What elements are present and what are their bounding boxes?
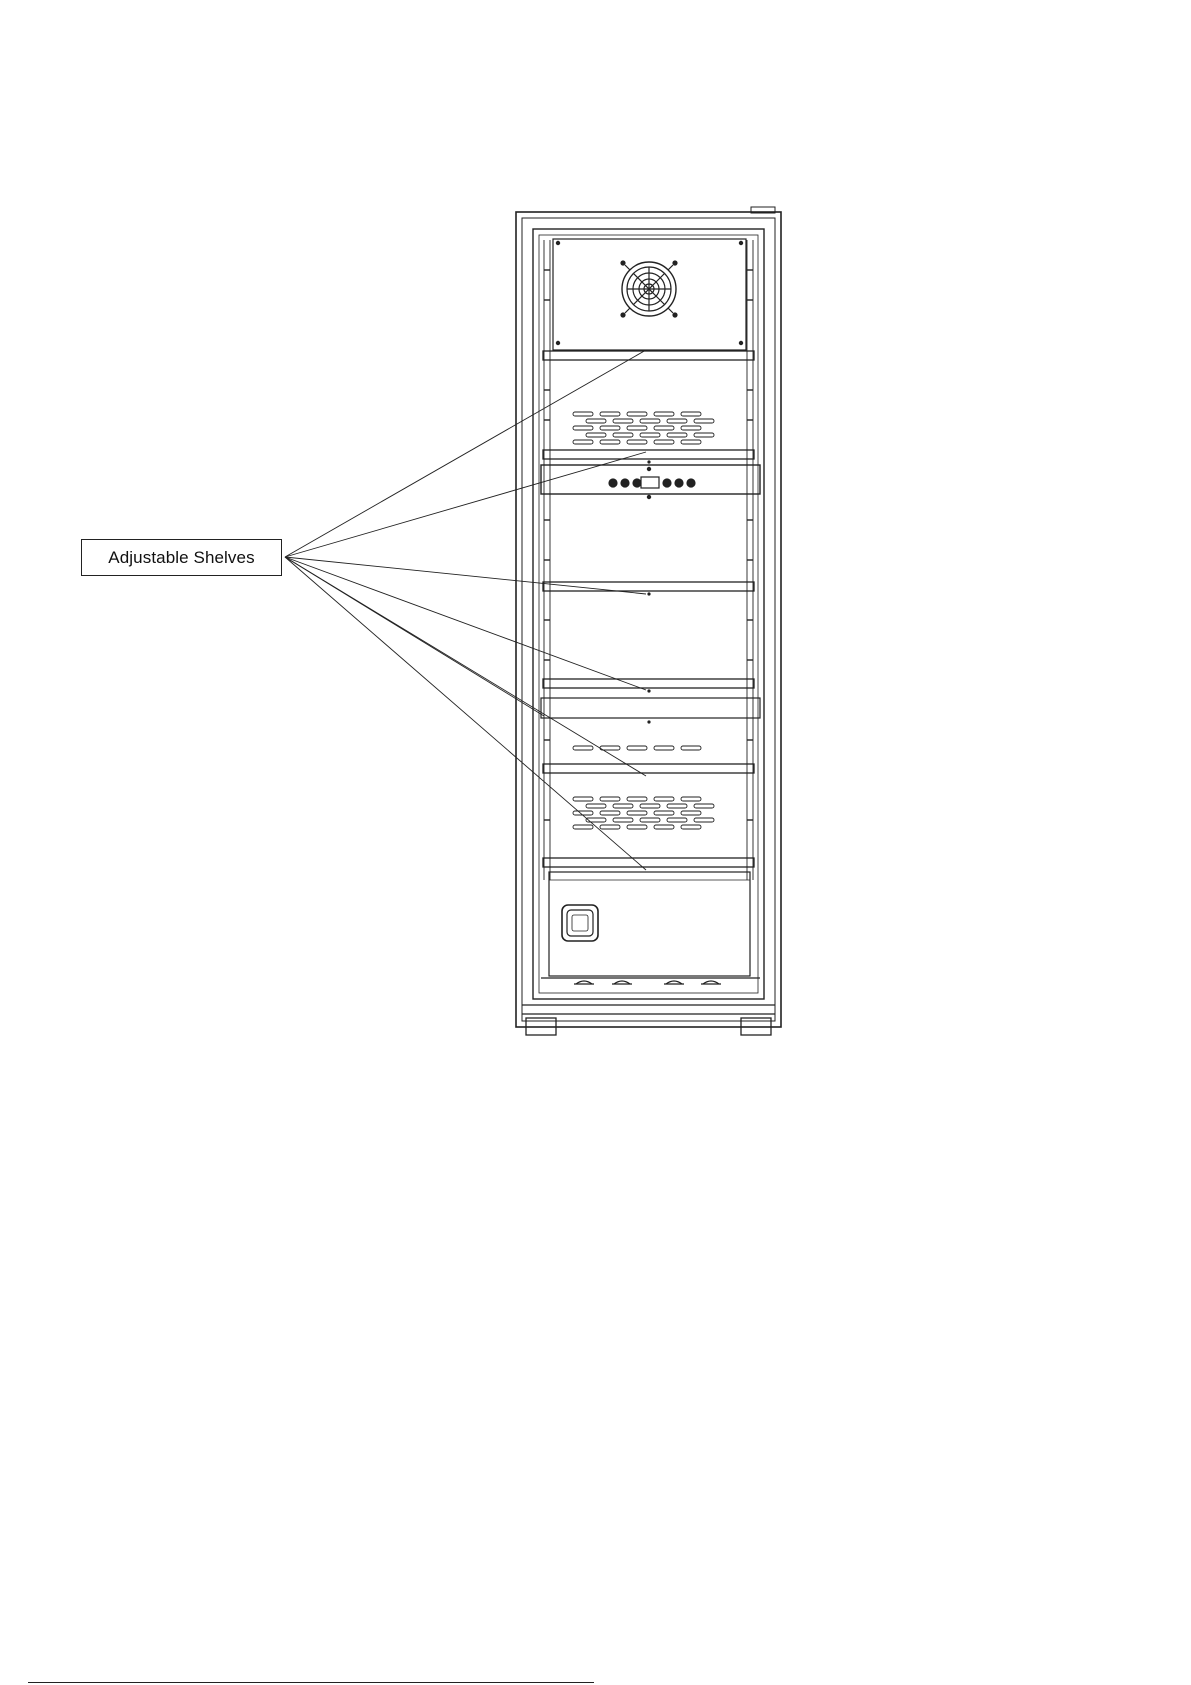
shelf-6	[543, 858, 754, 867]
control-button-2	[621, 479, 629, 487]
shelf-2	[543, 450, 754, 459]
fan-icon	[621, 261, 677, 317]
shelves	[543, 351, 754, 867]
shelf-4	[543, 679, 754, 688]
control-button-3	[633, 479, 641, 487]
bottom-compartment	[541, 872, 760, 978]
control-button-5	[675, 479, 683, 487]
leader-line-7	[285, 557, 544, 716]
drain-cap-icon	[562, 905, 598, 941]
control-button-1	[609, 479, 617, 487]
leader-line-3	[285, 557, 646, 594]
leader-line-1	[285, 350, 646, 557]
shelf-1	[543, 351, 754, 360]
side-rails	[544, 240, 753, 880]
callout-box: Adjustable Shelves	[81, 539, 282, 576]
callout-leader-lines	[285, 350, 646, 870]
cabinet-outline	[516, 207, 781, 1027]
leader-line-4	[285, 557, 646, 690]
vent-slots-lower	[573, 797, 714, 829]
control-panel	[541, 465, 760, 499]
control-button-4	[663, 479, 671, 487]
vent-slots-upper	[573, 412, 714, 444]
bottom-rollers	[574, 981, 721, 984]
divider-panel	[541, 698, 760, 718]
footer-rule	[28, 1682, 594, 1683]
callout-label: Adjustable Shelves	[108, 548, 254, 568]
leader-line-6	[285, 557, 646, 870]
temperature-display	[641, 477, 659, 488]
shelf-pins	[647, 460, 650, 723]
control-button-6	[687, 479, 695, 487]
shelf-5	[543, 764, 754, 773]
vent-slots-middle	[573, 746, 701, 750]
leader-line-2	[285, 452, 646, 557]
